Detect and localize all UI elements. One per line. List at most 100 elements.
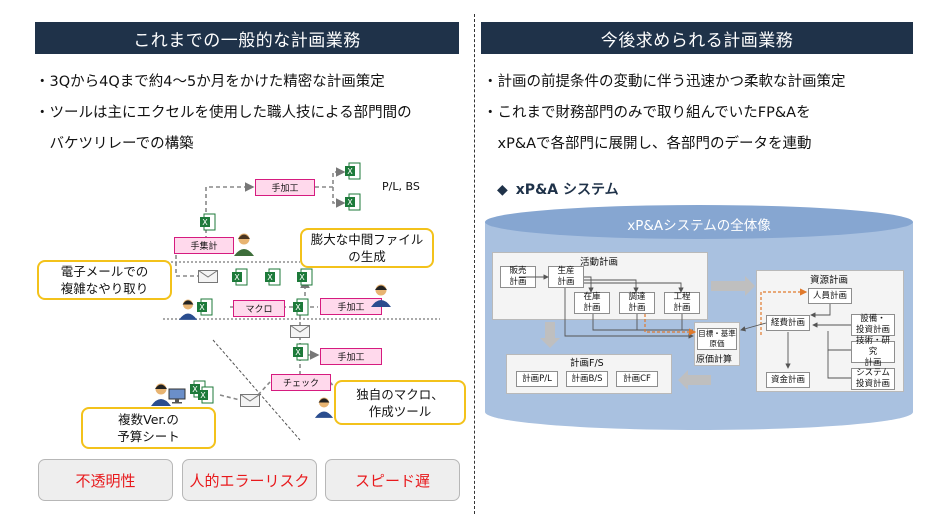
production-plan-line1: 生産 — [557, 266, 575, 276]
problem-human-error: 人的エラーリスク — [182, 459, 317, 501]
plan-bs-box: 計画B/S — [566, 371, 608, 387]
funding-plan-box: 資金計画 — [766, 372, 810, 388]
funding-plan-label: 資金計画 — [770, 374, 805, 385]
target-cost-line1: 目標・基準 — [698, 329, 736, 338]
left-bullet-3: バケツリレーでの構築 — [35, 136, 194, 152]
callout-email: 電子メールでの 複雑なやり取り — [37, 260, 172, 300]
rnd-plan-line2: 計画 — [864, 357, 882, 368]
svg-text:X: X — [234, 273, 240, 282]
resource-plan-title: 資源計画 — [810, 275, 849, 286]
email-envelope-icon — [240, 394, 260, 407]
diamond-bullet-icon: ◆ — [497, 182, 508, 198]
process-plan-box: 工程計画 — [664, 292, 700, 314]
inventory-plan-box: 在庫計画 — [574, 292, 610, 314]
svg-text:X: X — [299, 273, 305, 282]
system-investment-line2: 投資計画 — [855, 379, 890, 389]
svg-text:X: X — [192, 385, 198, 394]
inventory-plan-line1: 在庫 — [583, 292, 601, 302]
plan-pl-label: 計画P/L — [522, 373, 552, 384]
section-heading-label: xP&A システム — [515, 182, 619, 198]
left-title: これまでの一般的な計画業務 — [133, 30, 361, 51]
manual-process-low-label: 手加工 — [337, 353, 365, 363]
person-icon — [151, 383, 171, 406]
left-bullet-1: ・3Qから4Qまで約4～5か月をかけた精密な計画策定 — [35, 74, 385, 90]
callout-email-line2: 複雑なやり取り — [60, 281, 149, 296]
svg-text:X: X — [200, 391, 206, 400]
left-title-banner: これまでの一般的な計画業務 — [35, 22, 459, 54]
personnel-plan-label: 人員計画 — [812, 290, 847, 301]
sales-plan-line2: 計画 — [509, 277, 527, 287]
callout-versions-line2: 予算シート — [117, 429, 180, 444]
excel-file-icon: X — [345, 162, 361, 180]
right-bullet-2: ・これまで財務部門のみで取り組んでいたFP&Aを — [483, 105, 811, 121]
problem-speed-label: スピード遅 — [354, 471, 430, 490]
plan-cf-box: 計画CF — [616, 371, 658, 387]
svg-text:X: X — [347, 167, 353, 176]
excel-file-icon: X — [232, 268, 248, 286]
problem-human-error-label: 人的エラーリスク — [189, 471, 310, 490]
expense-plan-label: 経費計画 — [770, 317, 805, 328]
system-connectors — [519, 274, 851, 390]
problem-opacity-label: 不透明性 — [75, 471, 136, 490]
callout-macro: 独自のマクロ、 作成ツール — [334, 380, 466, 425]
svg-text:X: X — [267, 273, 273, 282]
manual-process-top-label: 手加工 — [271, 184, 299, 194]
plan-bs-label: 計画B/S — [571, 373, 603, 384]
excel-file-icon: X — [345, 193, 361, 211]
target-cost-box: 目標・基準原価 — [697, 328, 737, 350]
plan-cf-label: 計画CF — [623, 373, 651, 384]
activity-plan-title: 活動計画 — [580, 257, 619, 268]
right-title: 今後求められる計画業務 — [600, 30, 794, 51]
right-title-banner: 今後求められる計画業務 — [481, 22, 913, 54]
excel-file-icon: X — [265, 268, 281, 286]
callout-versions: 複数Ver.の 予算シート — [81, 407, 216, 449]
person-icon — [234, 233, 254, 256]
svg-text:X: X — [347, 198, 353, 207]
production-plan-line2: 計画 — [557, 277, 575, 287]
rnd-plan-line1: 技術・研究 — [855, 335, 890, 357]
excel-file-icon: X — [293, 343, 309, 361]
section-heading: ◆ xP&A システム — [497, 179, 619, 199]
system-investment-line1: システム — [856, 368, 890, 378]
person-icon — [371, 284, 391, 307]
procurement-plan-line1: 調達 — [628, 292, 646, 302]
manual-process-top: 手加工 — [255, 179, 315, 196]
manual-process-mid-label: 手加工 — [337, 303, 365, 313]
tally-process: 手集計 — [174, 237, 234, 254]
email-envelope-icon — [290, 325, 310, 338]
process-plan-line1: 工程 — [673, 292, 691, 302]
system-investment-box: システム投資計画 — [851, 368, 895, 390]
problem-speed: スピード遅 — [325, 459, 460, 501]
tally-process-label: 手集計 — [190, 242, 218, 252]
callout-files-line2: の生成 — [348, 249, 386, 264]
callout-email-line1: 電子メールでの — [60, 264, 149, 279]
person-icon — [314, 397, 334, 418]
svg-text:X: X — [295, 348, 301, 357]
check-process: チェック — [271, 374, 331, 391]
system-title: xP&Aシステムの全体像 — [627, 218, 771, 234]
equipment-plan-box: 設備・投資計画 — [851, 314, 895, 336]
output-label: P/L, BS — [382, 180, 420, 193]
expense-plan-box: 経費計画 — [766, 315, 810, 331]
manual-process-low: 手加工 — [320, 348, 382, 365]
macro-process-label: マクロ — [245, 305, 273, 315]
right-bullet-1: ・計画の前提条件の変動に伴う迅速かつ柔軟な計画策定 — [483, 74, 846, 90]
excel-file-icon: X — [197, 298, 213, 316]
computer-monitor-icon — [168, 388, 186, 404]
email-envelope-icon — [198, 270, 218, 283]
excel-file-icon: X — [198, 386, 214, 404]
callout-files-line1: 膨大な中間ファイル — [310, 232, 424, 247]
left-bullet-2: ・ツールは主にエクセルを使用した職人技による部門間の — [35, 105, 412, 121]
excel-file-icon: X — [297, 268, 313, 286]
excel-file-icon: X — [293, 298, 309, 316]
svg-text:X: X — [295, 303, 301, 312]
callout-macro-line1: 独自のマクロ、 — [356, 386, 444, 402]
cost-calc-label: 原価計算 — [696, 355, 733, 365]
svg-text:X: X — [202, 218, 208, 227]
macro-process: マクロ — [233, 300, 285, 317]
check-process-label: チェック — [282, 379, 319, 389]
column-divider — [474, 14, 475, 514]
rnd-plan-box: 技術・研究計画 — [851, 336, 895, 368]
callout-versions-line1: 複数Ver.の — [118, 412, 179, 427]
personnel-plan-box: 人員計画 — [808, 288, 852, 304]
